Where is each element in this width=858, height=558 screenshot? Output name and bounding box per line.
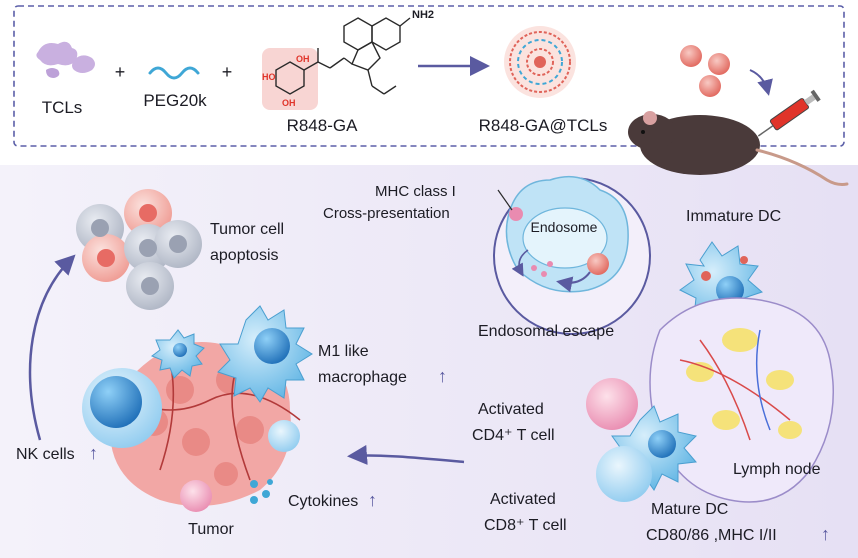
nk-up-arrow: ↑ [89, 443, 98, 463]
mature-dc-label: Mature DC [651, 501, 728, 518]
lymph-node-label: Lymph node [733, 461, 821, 478]
cd4-label-line2: CD4⁺ T cell [472, 427, 555, 444]
mature-dc-markers: CD80/86 ,MHC I/II [646, 527, 777, 544]
mouse-icon [628, 111, 849, 186]
ho-label: HO [262, 72, 276, 82]
oh-label-top: OH [296, 54, 310, 64]
tcls-label: TCLs [42, 98, 83, 117]
peg-label: PEG20k [143, 91, 207, 110]
lymph-node [649, 297, 835, 503]
oh-label-bottom: OH [282, 98, 296, 108]
apoptosis-cell-cluster [76, 189, 202, 310]
injection-particles [680, 45, 730, 97]
m1-up-arrow: ↑ [438, 366, 447, 386]
tumor-label: Tumor [188, 521, 234, 538]
m1-label-line1: M1 like [318, 343, 369, 360]
injection-arrow [749, 69, 773, 96]
mhc-pointer [497, 189, 513, 211]
immature-dc-label: Immature DC [686, 208, 781, 225]
tumor-dc-cell [150, 329, 205, 379]
nh2-label: NH2 [412, 9, 434, 21]
endosome-diagram [493, 175, 651, 335]
cytokines-up-arrow: ↑ [368, 490, 377, 510]
m1-macrophage [217, 305, 313, 403]
endosomal-escape-label: Endosomal escape [478, 323, 614, 340]
cross-presentation-label: Cross-presentation [323, 205, 450, 222]
mature-dc-up-arrow: ↑ [821, 524, 830, 544]
r848ga-label: R848-GA [287, 116, 359, 135]
mhc-class-label: MHC class I [375, 183, 456, 200]
plus-sign-1: + [115, 62, 126, 82]
endosome-label: Endosome [531, 219, 598, 235]
nanoparticle-icon [504, 26, 576, 98]
cytokine-dots [250, 479, 273, 504]
cd8-t-cell [596, 446, 652, 502]
cd4-label-line1: Activated [478, 401, 544, 418]
t-cell-migration-arrow [347, 444, 465, 465]
plus-sign-2: + [222, 62, 233, 82]
cd8-label-line1: Activated [490, 491, 556, 508]
cd8-label-line2: CD8⁺ T cell [484, 517, 567, 534]
cd4-t-cell [586, 378, 638, 430]
synthesis-panel [13, 5, 845, 147]
nk-cell [82, 368, 162, 448]
product-label: R848-GA@TCLs [479, 116, 608, 135]
m1-label-line2: macrophage [318, 369, 407, 386]
killing-arrow [28, 254, 76, 441]
r848ga-structure [262, 17, 411, 110]
nk-cells-label: NK cells [16, 446, 75, 463]
apoptosis-label-line2: apoptosis [210, 247, 279, 264]
apoptosis-label-line1: Tumor cell [210, 221, 284, 238]
cytokines-label: Cytokines [288, 493, 358, 510]
syringe-icon [757, 89, 821, 137]
tcls-icon [36, 41, 95, 78]
tumor-t-cell [268, 420, 300, 452]
tumor-cd4-cell [180, 480, 212, 512]
peg-icon [148, 66, 200, 80]
